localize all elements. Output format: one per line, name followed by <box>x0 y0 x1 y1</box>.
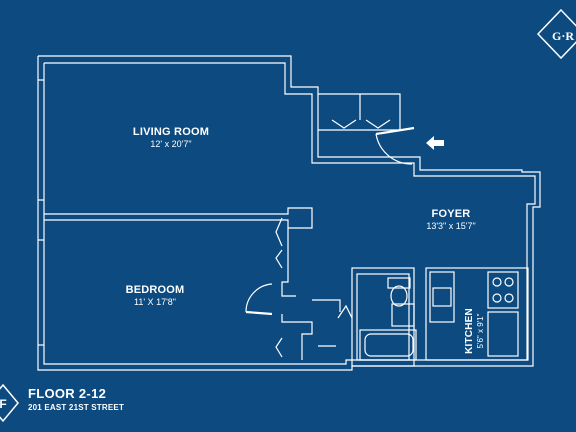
entry-door <box>375 126 415 136</box>
kitchen-label: KITCHEN 5'6" x 9'1" <box>464 296 490 366</box>
inner-wall <box>43 62 536 365</box>
living-room-dims: 12' x 20'7" <box>150 139 192 149</box>
kitchen-dims: 5'6" x 9'1" <box>476 313 485 349</box>
outer-wall <box>37 55 541 371</box>
living-room-label: LIVING ROOM 12' x 20'7" <box>128 126 214 149</box>
bedroom-wall-lower <box>281 314 313 360</box>
toilet-tank <box>387 277 411 289</box>
living-room-name: LIVING ROOM <box>132 126 210 138</box>
logo-text: G·R <box>552 29 574 43</box>
kitchen-counter <box>429 271 455 323</box>
entry-door-arc <box>375 133 413 165</box>
entry-arrow-icon <box>426 136 444 150</box>
foyer-closet-2 <box>312 299 341 312</box>
closet-door-2 <box>365 119 391 129</box>
burner-4 <box>504 293 514 303</box>
burner-2 <box>504 277 514 287</box>
bathroom <box>351 267 415 367</box>
floor-badge-icon: F <box>0 383 19 423</box>
tub <box>359 329 417 361</box>
bedroom-dims: 11' X 17'8" <box>134 297 176 307</box>
tub-inner <box>364 333 414 357</box>
closet-bedroom-1 <box>275 217 283 247</box>
foyer-name: FOYER <box>431 208 471 220</box>
burner-3 <box>492 293 502 303</box>
closet-bedroom-3 <box>275 337 283 358</box>
bedroom-wall <box>281 228 296 297</box>
divider-wall <box>44 207 313 229</box>
bedroom-door <box>245 310 273 316</box>
bedroom-label: BEDROOM 11' X 17'8" <box>112 284 198 307</box>
kitchen-area <box>425 267 529 361</box>
toilet-bowl <box>390 285 408 307</box>
foyer-label: FOYER 13'3" x 15'7" <box>414 208 488 231</box>
burner-1 <box>492 277 502 287</box>
bedroom-name: BEDROOM <box>125 284 185 296</box>
fridge <box>487 311 519 357</box>
floor-title: FLOOR 2-12 <box>28 386 107 401</box>
badge-letter: F <box>0 397 7 411</box>
stove <box>487 271 519 309</box>
foyer-closet <box>318 93 401 131</box>
logo-badge-icon: G·R <box>536 8 576 60</box>
bedroom-door-arc <box>245 283 273 313</box>
bathroom-door <box>337 304 353 319</box>
closet-bedroom-2 <box>275 249 283 269</box>
kitchen-sink <box>432 287 452 307</box>
foyer-dims: 13'3" x 15'7" <box>426 221 476 231</box>
bath-sink <box>391 303 415 327</box>
kitchen-name: KITCHEN <box>464 308 475 354</box>
floor-address: 201 EAST 21ST STREET <box>28 403 125 412</box>
closet-door-1 <box>331 119 357 129</box>
